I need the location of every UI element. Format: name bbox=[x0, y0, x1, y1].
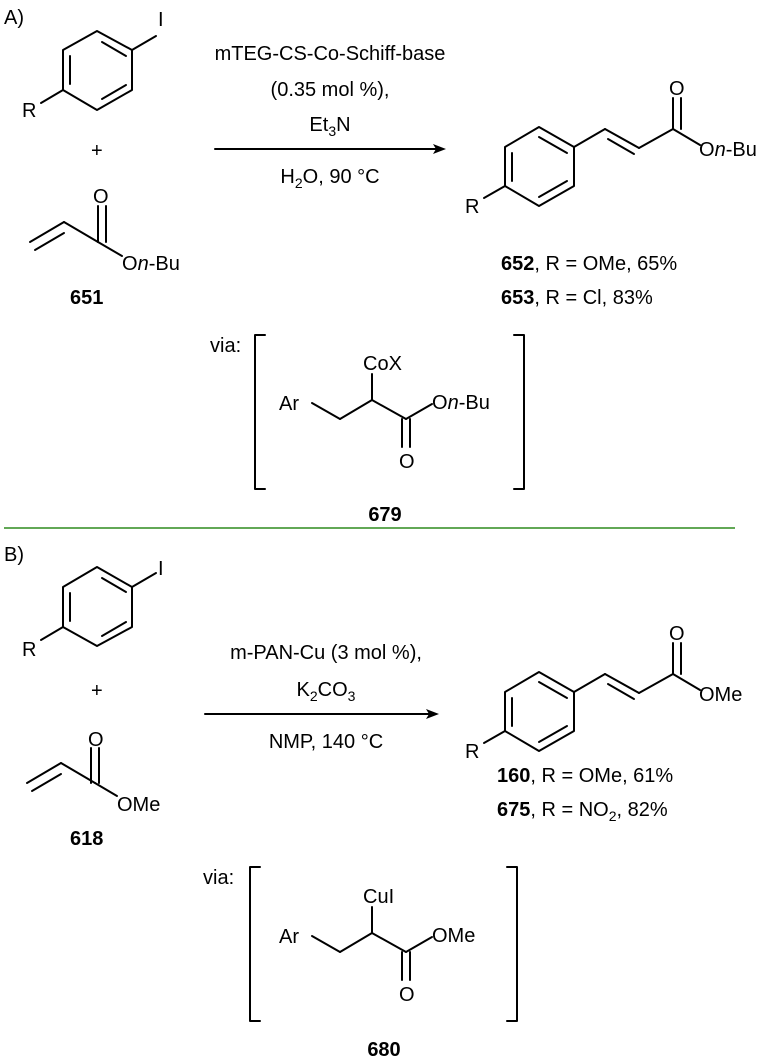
panel-a-product-r-label: R bbox=[465, 196, 479, 218]
panel-b-plus-sign: + bbox=[91, 680, 103, 702]
panel-a-compound-651: 651 bbox=[70, 287, 103, 309]
panel-a-intermediate-structure: Ar CoX On-Bu O bbox=[279, 353, 490, 473]
panel-a-intermediate-cobalt: CoX bbox=[363, 353, 402, 375]
panel-b-intermediate-copper: CuI bbox=[363, 886, 394, 908]
panel-b-reactant-r-label: R bbox=[22, 639, 36, 661]
panel-a-base-label: Et3N bbox=[309, 114, 350, 139]
panel-a-catalyst-label: mTEG-CS-Co-Schiff-base bbox=[215, 43, 446, 65]
panel-a-reactant-r-label: R bbox=[22, 100, 36, 122]
panel-a-acrylate-carbonyl-o: O bbox=[93, 186, 109, 208]
panel-a-via-label: via: bbox=[210, 335, 241, 357]
panel-b-arrowhead bbox=[426, 709, 439, 719]
panel-a-acrylate-ester-group: On-Bu bbox=[122, 253, 180, 275]
panel-b-compound-680: 680 bbox=[367, 1039, 400, 1061]
panel-b-aryl-iodide-structure: I R bbox=[22, 558, 164, 661]
panel-b-product-carbonyl-o: O bbox=[669, 623, 685, 645]
panel-b-compound-618: 618 bbox=[70, 828, 103, 850]
panel-b-product-r-label: R bbox=[465, 741, 479, 763]
panel-a-product-structure: O On-Bu R bbox=[465, 78, 757, 218]
panel-b-acrylate-carbonyl-o: O bbox=[88, 729, 104, 751]
panel-a-intermediate-aryl: Ar bbox=[279, 393, 299, 415]
panel-b-base-label: K2CO3 bbox=[297, 679, 356, 704]
panel-b-intermediate-structure: Ar CuI OMe O bbox=[279, 886, 475, 1006]
panel-a-intermediate-ester-group: On-Bu bbox=[432, 392, 490, 414]
panel-a-arrowhead bbox=[433, 144, 446, 154]
panel-a-product-653: 653, R = Cl, 83% bbox=[501, 287, 653, 309]
panel-b-catalyst-label: m-PAN-Cu (3 mol %), bbox=[230, 642, 422, 664]
panel-a-intermediate-carbonyl-o: O bbox=[399, 451, 415, 473]
panel-a-solvent-temperature: H2O, 90 °C bbox=[280, 166, 379, 191]
panel-a-left-bracket bbox=[254, 334, 266, 490]
panel-b-product-160: 160, R = OMe, 61% bbox=[497, 765, 673, 787]
panel-a-right-bracket bbox=[513, 334, 525, 490]
panel-a-product-652: 652, R = OMe, 65% bbox=[501, 253, 677, 275]
panel-b-iodine-label: I bbox=[158, 558, 164, 580]
panel-a-product-ester-group: On-Bu bbox=[699, 139, 757, 161]
panel-b-right-bracket bbox=[506, 866, 518, 1022]
panel-a-aryl-iodide-structure: I R bbox=[22, 9, 164, 122]
panel-b-product-structure: O OMe R bbox=[465, 623, 742, 763]
panel-a-product-carbonyl-o: O bbox=[669, 78, 685, 100]
panel-b-solvent-temperature: NMP, 140 °C bbox=[269, 731, 383, 753]
panel-b-left-bracket bbox=[249, 866, 261, 1022]
panel-b-product-675: 675, R = NO2, 82% bbox=[497, 799, 668, 824]
panel-b-product-ester-group: OMe bbox=[699, 684, 742, 706]
panel-b-intermediate-ester-group: OMe bbox=[432, 925, 475, 947]
panel-a-plus-sign: + bbox=[91, 140, 103, 162]
panel-b-label: B) bbox=[4, 544, 24, 566]
panel-a-iodine-label: I bbox=[158, 9, 164, 31]
panel-b-intermediate-aryl: Ar bbox=[279, 926, 299, 948]
panel-b-acrylate-ester-group: OMe bbox=[117, 794, 160, 816]
panel-a-acrylate-structure: O On-Bu bbox=[29, 186, 180, 275]
panel-b-intermediate-carbonyl-o: O bbox=[399, 984, 415, 1006]
panel-b-acrylate-structure: O OMe bbox=[26, 729, 160, 816]
panel-b-via-label: via: bbox=[203, 867, 234, 889]
panel-a-label: A) bbox=[4, 7, 24, 29]
panel-a-compound-679: 679 bbox=[368, 504, 401, 526]
panel-a-catalyst-loading: (0.35 mol %), bbox=[271, 79, 390, 101]
